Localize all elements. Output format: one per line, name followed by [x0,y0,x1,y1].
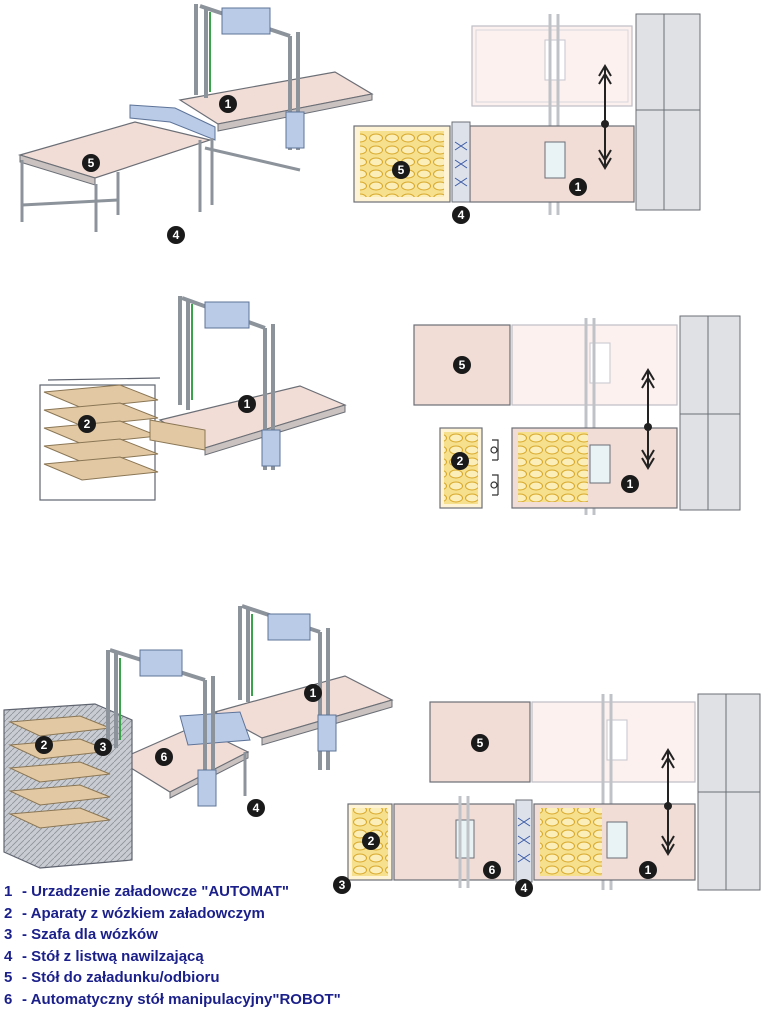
legend-number: 3 [4,926,13,943]
svg-text:6: 6 [161,750,168,764]
marker-5: 5 [82,154,100,172]
legend-item: 5 - Stół do załadunku/odbioru [4,967,424,989]
legend-text: - Aparaty z wózkiem załadowczym [22,904,265,922]
svg-text:1: 1 [627,477,634,491]
svg-text:4: 4 [521,881,528,895]
svg-text:5: 5 [398,163,405,177]
svg-text:2: 2 [84,417,91,431]
section3-plan-view [347,693,761,891]
legend-number: 2 [4,904,13,922]
marker-2: 2 [451,452,469,470]
svg-text:3: 3 [100,740,107,754]
legend-number: 1 [4,883,13,900]
svg-text:3: 3 [339,878,346,892]
svg-text:2: 2 [457,454,464,468]
marker-4: 4 [247,799,265,817]
section3-3d-view [3,604,394,869]
svg-text:1: 1 [244,397,251,411]
legend-text: - Szafa dla wózków [22,926,158,943]
legend-item: 2 - Aparaty z wózkiem załadowczym [4,903,424,925]
svg-text:5: 5 [88,156,95,170]
marker-4: 4 [167,226,185,244]
section2-3d-view [39,296,347,501]
svg-text:4: 4 [458,208,465,222]
legend: 1 - Urzadzenie załadowcze "AUTOMAT" 2 - Ap… [4,881,424,1010]
section2-plan-view [413,315,741,515]
legend-item: 4 - Stół z listwą nawilzającą [4,946,424,968]
svg-text:4: 4 [173,228,180,242]
svg-text:1: 1 [645,863,652,877]
marker-1: 1 [219,95,237,113]
marker-2: 2 [78,415,96,433]
legend-text: - Urzadzenie załadowcze "AUTOMAT" [22,883,290,900]
marker-1: 1 [621,475,639,493]
svg-text:6: 6 [489,863,496,877]
legend-item: 6 - Automatyczny stół manipulacyjny"ROBOT… [4,989,424,1011]
legend-item: 3 - Szafa dla wózków [4,924,424,946]
marker-2: 2 [362,832,380,850]
svg-text:2: 2 [368,834,375,848]
marker-1: 1 [304,684,322,702]
legend-number: 6 [4,990,13,1008]
marker-5: 5 [471,734,489,752]
svg-text:1: 1 [575,180,582,194]
section1-plan-view [353,13,701,215]
legend-text: - Automatyczny stół manipulacyjny"ROBOT" [22,990,341,1008]
marker-4: 4 [452,206,470,224]
legend-text: - Stół z listwą nawilzającą [22,947,204,965]
svg-text:5: 5 [459,358,466,372]
legend-item: 1 - Urzadzenie załadowcze "AUTOMAT" [4,881,424,903]
marker-1: 1 [238,395,256,413]
marker-6: 6 [483,861,501,879]
svg-text:1: 1 [310,686,317,700]
svg-text:4: 4 [253,801,260,815]
number-markers: 1 5 4 5 4 1 2 1 5 2 1 1 6 2 3 4 5 2 6 1 … [35,95,657,897]
legend-number: 4 [4,947,13,965]
marker-5: 5 [453,356,471,374]
marker-2: 2 [35,736,53,754]
legend-number: 5 [4,969,13,986]
marker-1: 1 [639,861,657,879]
marker-5: 5 [392,161,410,179]
section1-3d-view [17,4,374,232]
svg-text:5: 5 [477,736,484,750]
marker-3: 3 [94,738,112,756]
svg-text:1: 1 [225,97,232,111]
marker-1: 1 [569,178,587,196]
marker-4: 4 [515,879,533,897]
marker-6: 6 [155,748,173,766]
svg-text:2: 2 [41,738,48,752]
legend-text: - Stół do załadunku/odbioru [22,969,220,986]
marker-3: 3 [333,876,351,894]
